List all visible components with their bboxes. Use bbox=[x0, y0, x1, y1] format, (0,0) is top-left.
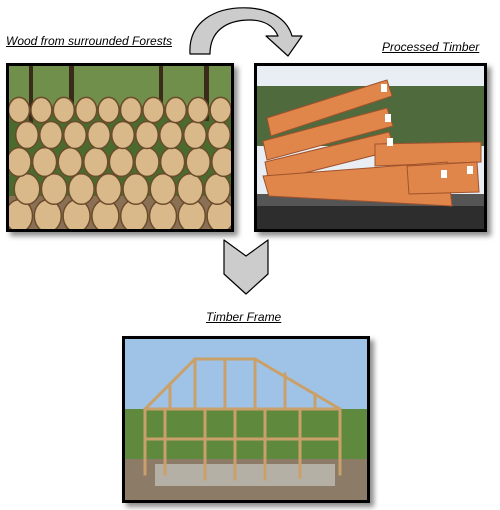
processed-timber-photo bbox=[254, 63, 487, 232]
log-end bbox=[176, 172, 204, 206]
log-end bbox=[95, 172, 123, 206]
stacked-logs-photo bbox=[6, 63, 234, 232]
log-end bbox=[142, 96, 165, 124]
log-end bbox=[63, 120, 87, 150]
log-end bbox=[207, 120, 231, 150]
log-end bbox=[74, 96, 98, 124]
log-end bbox=[62, 199, 91, 229]
log-end bbox=[13, 172, 41, 206]
log-end bbox=[135, 120, 159, 150]
log-end bbox=[111, 120, 135, 150]
log-end bbox=[83, 146, 109, 178]
down-arrow-icon bbox=[223, 239, 269, 295]
wood-source-label: Wood from surrounded Forests bbox=[6, 34, 173, 48]
log-end bbox=[9, 146, 32, 178]
log-end bbox=[159, 146, 186, 178]
log-end bbox=[9, 96, 31, 124]
log-end bbox=[203, 172, 231, 206]
log-end bbox=[159, 120, 183, 150]
timber-frame-photo bbox=[122, 336, 370, 503]
log-end bbox=[108, 146, 135, 178]
log-end bbox=[31, 146, 58, 178]
log-end bbox=[30, 96, 53, 124]
log-end bbox=[119, 96, 143, 124]
timber-frame-label: Timber Frame bbox=[206, 310, 282, 324]
processed-timber-label: Processed Timber bbox=[382, 40, 480, 54]
log-end bbox=[57, 146, 83, 178]
log-end bbox=[164, 96, 188, 124]
log-end bbox=[186, 96, 210, 124]
log-end bbox=[149, 172, 177, 206]
log-end bbox=[40, 172, 68, 206]
curved-arrow-icon bbox=[189, 7, 303, 57]
log-end bbox=[185, 146, 211, 178]
log-end bbox=[87, 120, 111, 150]
log-end bbox=[97, 96, 120, 124]
log-end bbox=[209, 96, 231, 124]
log-end bbox=[183, 120, 207, 150]
log-end bbox=[52, 96, 76, 124]
log-end bbox=[15, 120, 39, 150]
log-end bbox=[134, 146, 160, 178]
log-end bbox=[211, 146, 231, 178]
log-end bbox=[39, 120, 63, 150]
log-end bbox=[122, 172, 150, 206]
log-end bbox=[67, 172, 95, 206]
